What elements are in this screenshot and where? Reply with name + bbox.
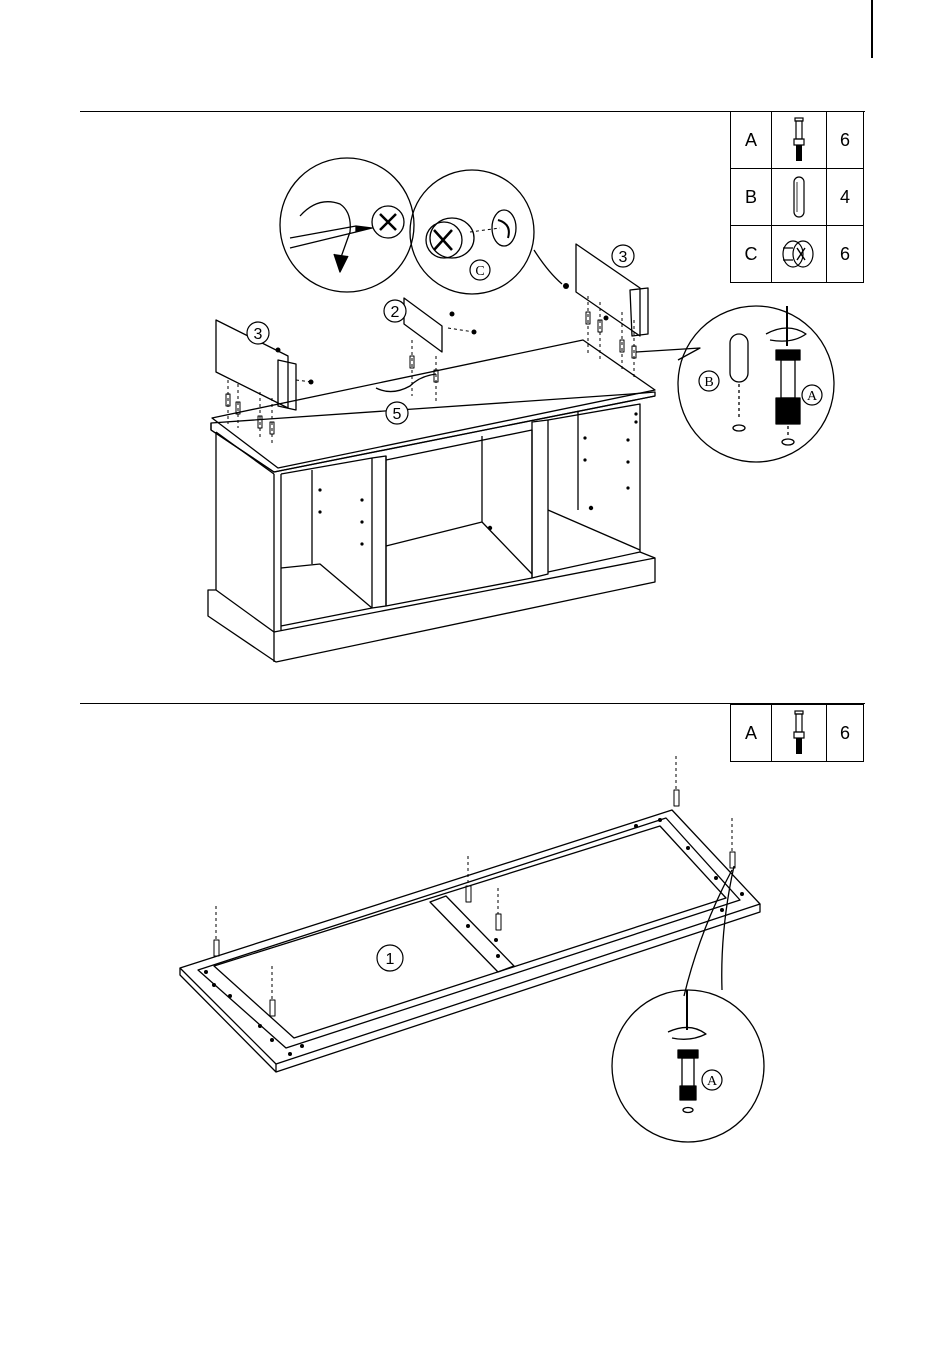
callout-panel-middle: 2 (391, 304, 400, 321)
dowel-icon (730, 334, 748, 382)
detail-screwdriver (280, 158, 414, 292)
bolt-icon (781, 360, 795, 398)
callout-dowel: B (704, 375, 713, 390)
base-frame (180, 810, 760, 1064)
middle-panel (404, 298, 442, 352)
callout-base-frame: 1 (386, 951, 395, 968)
frame-crossbar (430, 896, 514, 972)
callout-panel-right: 3 (619, 249, 628, 266)
bolt-icon (682, 1058, 694, 1088)
callout-bolt: A (807, 389, 818, 404)
step-1-illustration: 3 3 2 5 C B A (0, 0, 939, 700)
callout-cam: C (475, 264, 484, 279)
cabinet-plinth (208, 558, 655, 662)
callout-top-board: 5 (393, 406, 402, 423)
callout-panel-left: 3 (254, 326, 263, 343)
callout-bolt: A (707, 1074, 718, 1089)
rotate-arrow-icon (300, 202, 350, 260)
step-2-illustration: 1 A (0, 700, 939, 1160)
